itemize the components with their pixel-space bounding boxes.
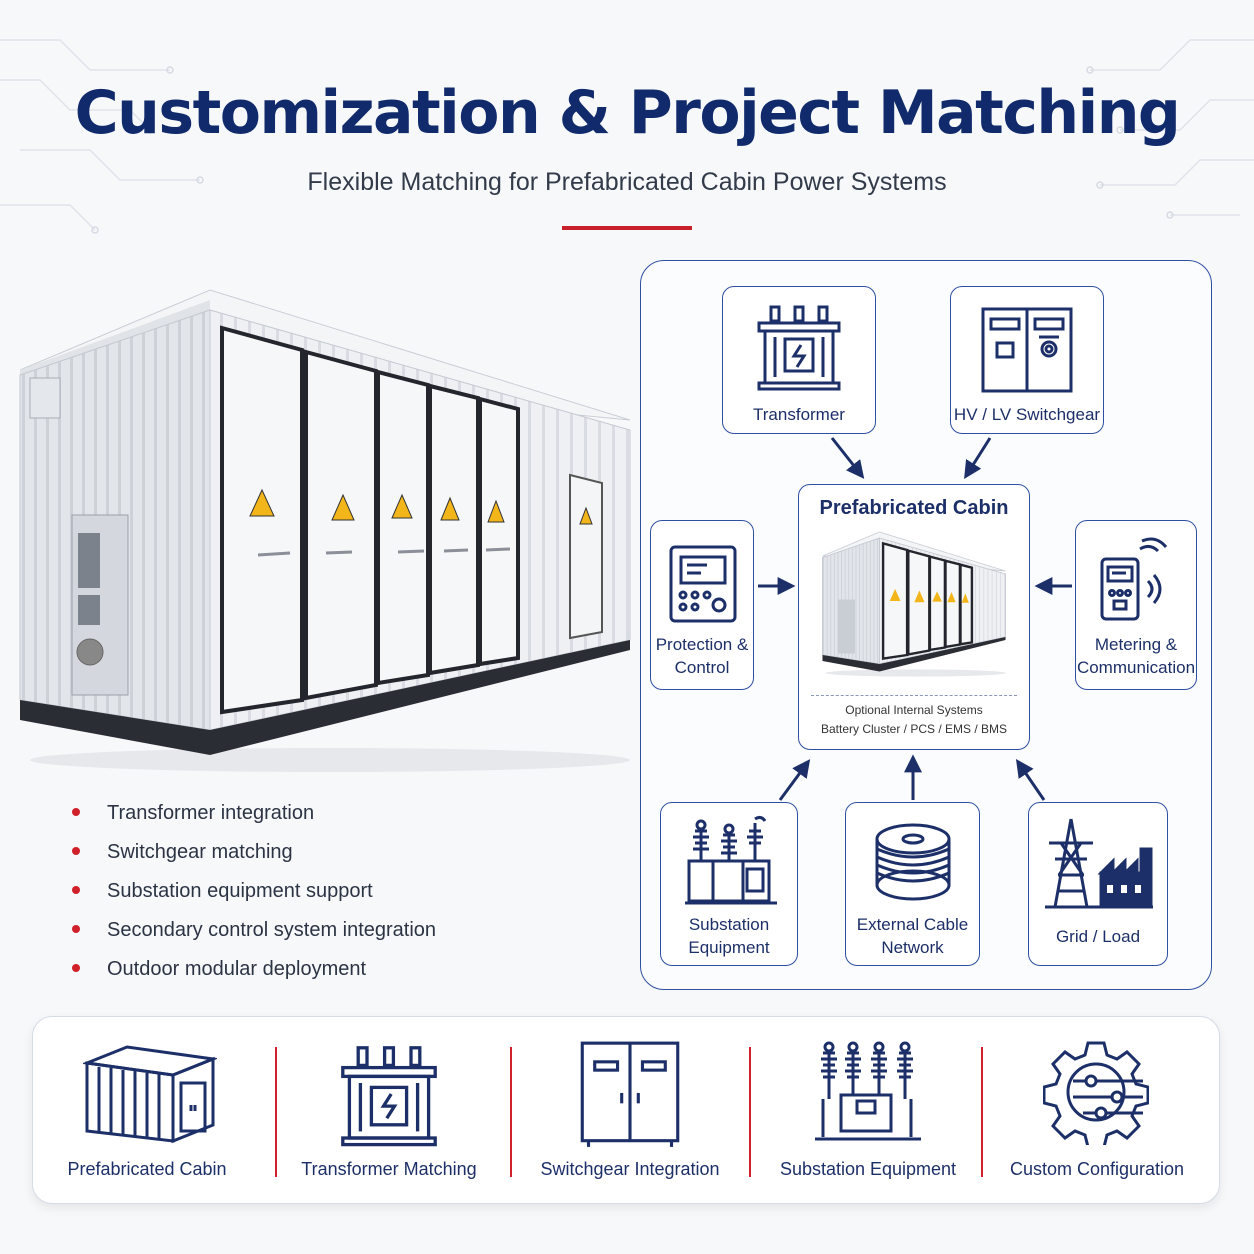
feature-list: Transformer integration Switchgear match…	[72, 798, 436, 993]
substation-insulator-icon	[815, 1041, 921, 1141]
strip-item-transformer-matching: Transformer Matching	[289, 1017, 489, 1205]
center-divider	[811, 695, 1017, 696]
power-tower-factory-icon	[1045, 818, 1153, 909]
page-title: Customization & Project Matching	[74, 78, 1181, 148]
center-note-line2: Battery Cluster / PCS / EMS / BMS	[820, 722, 1008, 736]
protection-relay-icon	[669, 545, 737, 623]
strip-item-custom-configuration: Custom Configuration	[993, 1017, 1201, 1205]
cabin-thumbnail	[822, 531, 1006, 677]
page-subtitle: Flexible Matching for Prefabricated Cabi…	[307, 168, 947, 196]
feature-item: Transformer integration	[72, 798, 436, 837]
node-label-line1: Protection &	[655, 635, 749, 654]
center-note-line1: Optional Internal Systems	[845, 703, 983, 717]
title-accent-rule	[562, 226, 692, 230]
strip-item-substation-equipment: Substation Equipment	[763, 1017, 973, 1205]
node-label-line1: External Cable	[856, 915, 969, 934]
node-prefabricated-cabin: Prefabricated Cabin Optional Internal Sy…	[798, 484, 1030, 750]
strip-label: Substation Equipment	[779, 1159, 957, 1179]
circuit-background	[0, 39, 1254, 234]
strip-item-prefabricated-cabin: Prefabricated Cabin	[33, 1017, 261, 1205]
substation-insulator-icon	[685, 815, 777, 905]
strip-divider	[510, 1047, 512, 1177]
gear-sliders-icon	[1043, 1041, 1149, 1145]
node-grid-load: Grid / Load	[1028, 802, 1168, 966]
node-substation-equipment: Substation Equipment	[660, 802, 798, 966]
capability-strip: Prefabricated Cabin Transformer Matching…	[32, 1016, 1220, 1204]
bullet-dot	[72, 964, 80, 972]
transformer-icon	[341, 1046, 437, 1147]
cabin-icon	[83, 1045, 217, 1144]
strip-divider	[981, 1047, 983, 1177]
node-label: Transformer	[753, 405, 845, 424]
node-transformer: Transformer	[722, 286, 876, 434]
feature-item: Substation equipment support	[72, 876, 436, 915]
strip-label: Switchgear Integration	[540, 1159, 720, 1179]
bullet-dot	[72, 808, 80, 816]
feature-item: Switchgear matching	[72, 837, 436, 876]
strip-label: Prefabricated Cabin	[67, 1159, 227, 1179]
node-label: Grid / Load	[1055, 927, 1141, 946]
node-label-line2: Equipment	[688, 938, 770, 957]
node-label: HV / LV Switchgear	[953, 405, 1101, 424]
bullet-dot	[72, 847, 80, 855]
prefabricated-cabin-illustration	[19, 289, 631, 772]
bullet-dot	[72, 886, 80, 894]
switchgear-cabinet-icon	[580, 1041, 680, 1147]
strip-item-switchgear-integration: Switchgear Integration	[525, 1017, 735, 1205]
node-label-line2: Communication	[1076, 658, 1196, 677]
center-node-title: Prefabricated Cabin	[819, 497, 1009, 519]
strip-divider	[275, 1047, 277, 1177]
node-label-line1: Metering &	[1094, 635, 1178, 654]
node-switchgear: HV / LV Switchgear	[950, 286, 1104, 434]
switchgear-cabinet-icon	[981, 307, 1073, 393]
node-label-line2: Network	[881, 938, 944, 957]
transformer-icon	[757, 305, 841, 391]
feature-item: Secondary control system integration	[72, 915, 436, 954]
node-metering-communication: Metering & Communication	[1075, 520, 1197, 690]
node-protection-control: Protection & Control	[650, 520, 754, 690]
node-label-line1: Substation	[688, 915, 770, 934]
node-external-cable-network: External Cable Network	[845, 802, 980, 966]
cable-reel-icon	[875, 823, 951, 901]
feature-item: Outdoor modular deployment	[72, 954, 436, 993]
bullet-dot	[72, 925, 80, 933]
meter-wireless-icon	[1100, 537, 1168, 621]
node-label-line2: Control	[674, 658, 730, 677]
strip-label: Transformer Matching	[301, 1159, 477, 1179]
strip-label: Custom Configuration	[1009, 1159, 1185, 1179]
strip-divider	[749, 1047, 751, 1177]
